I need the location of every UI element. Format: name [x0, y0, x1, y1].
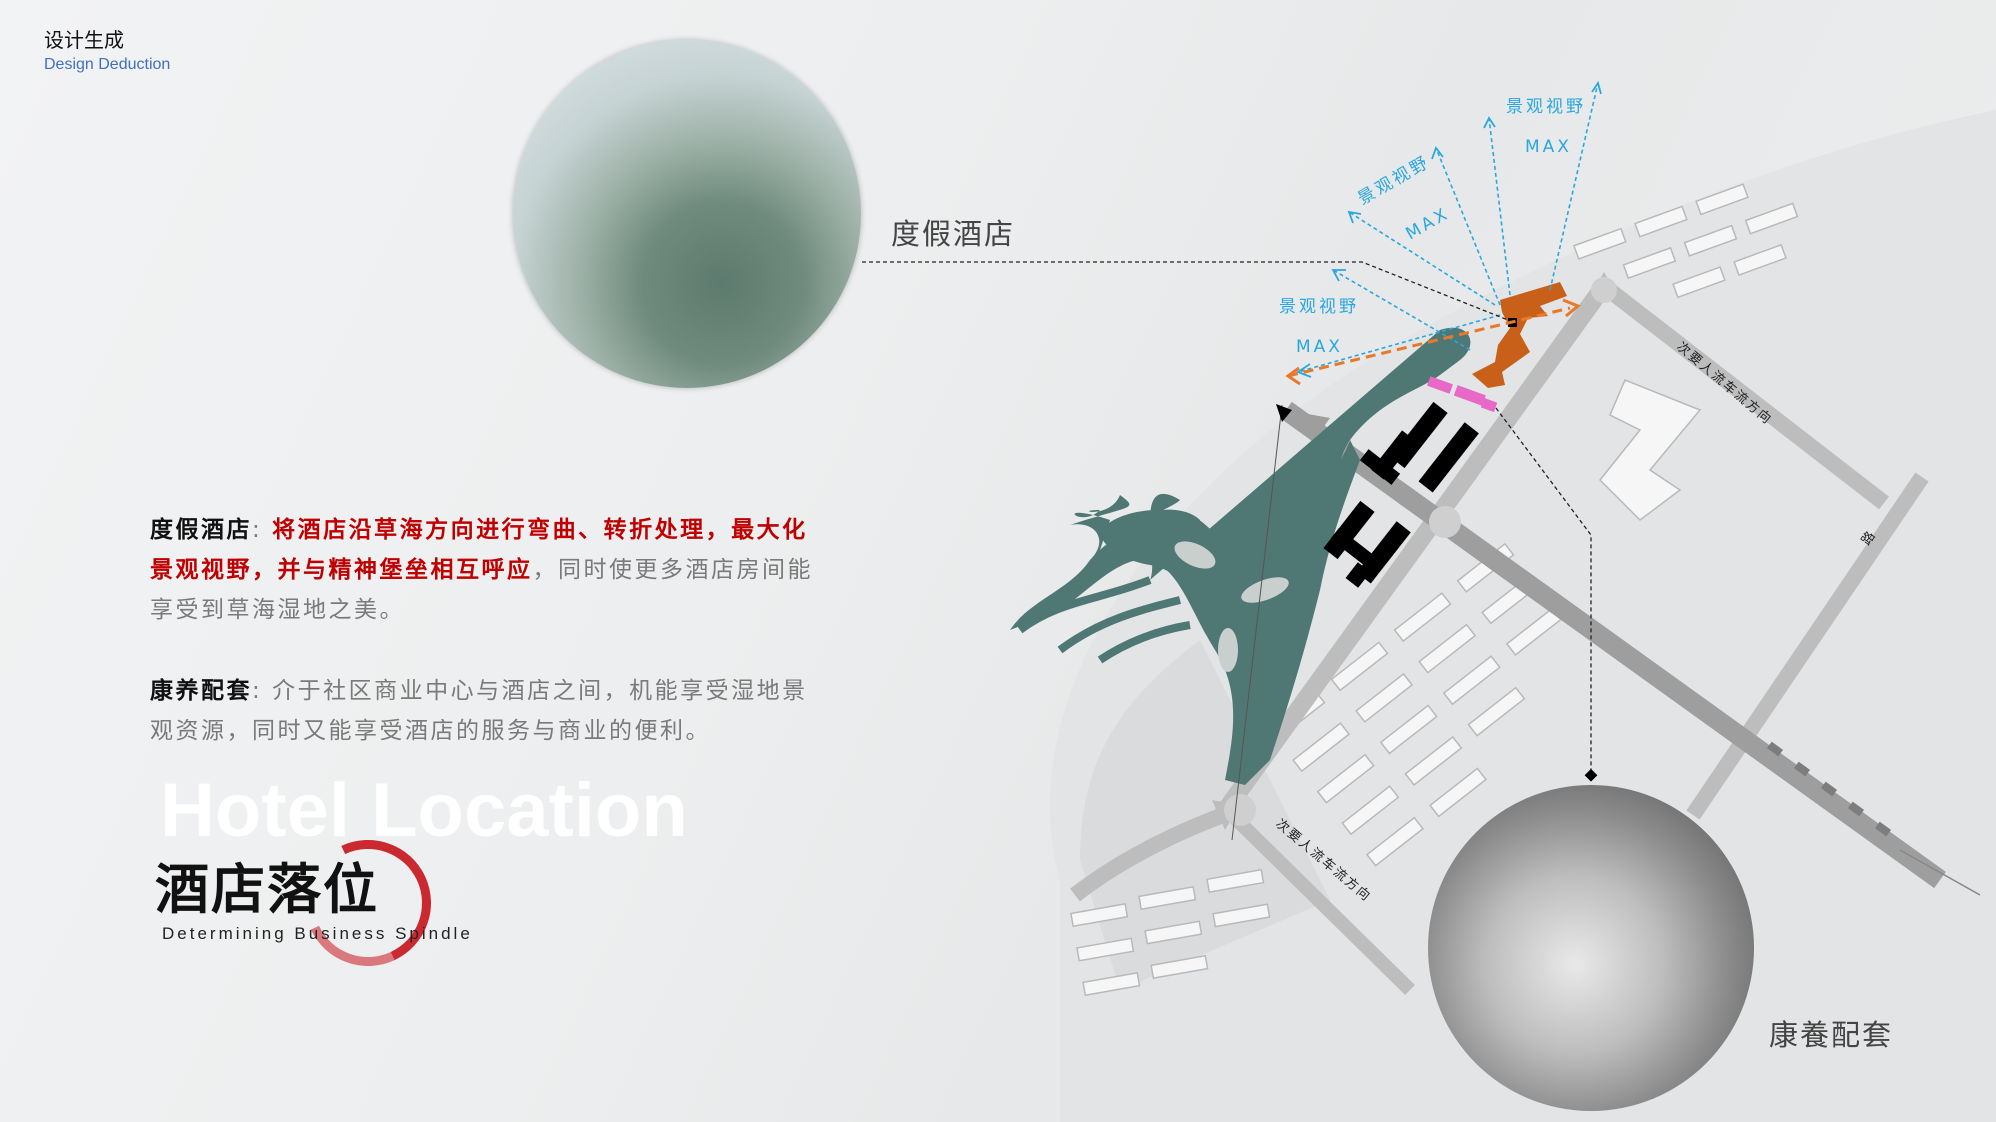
health-facility — [1427, 376, 1498, 413]
header-title: 设计生成 — [44, 28, 124, 52]
wetland — [1100, 440, 1360, 785]
thin-axis-line — [1231, 404, 1283, 841]
max-label: MAX — [1525, 137, 1572, 157]
hotel-description-label: 度假酒店 — [150, 517, 252, 543]
leader-end-marker — [1584, 768, 1598, 782]
wetland-branch — [1017, 576, 1191, 664]
resort-hotel-photo — [513, 40, 861, 388]
view-label: 景观视野 — [1506, 97, 1586, 117]
max-label: MAX — [1403, 204, 1454, 245]
roads — [1070, 279, 1946, 995]
view-label: 景观视野 — [1279, 297, 1359, 317]
orange-arrowhead — [1285, 366, 1301, 386]
axis-extension-line — [1899, 849, 1981, 896]
separator: : — [252, 517, 263, 543]
view-arrows — [1297, 82, 1599, 373]
max-label: MAX — [1296, 337, 1343, 357]
resort-hotel-building — [1472, 282, 1567, 388]
node-circle — [1591, 277, 1617, 303]
section-background-title: Hotel Location — [160, 768, 688, 853]
hotel-description-text: ，同时使更多酒店房间能享受到草海湿地之美。 — [150, 557, 813, 623]
section-title: 酒店落位 — [155, 857, 379, 921]
hotel-description: 度假酒店: 将酒店沿草海方向进行弯曲、转折处理，最大化景观视野，并与精神堡垒相互… — [150, 510, 830, 630]
health-description-label: 康养配套 — [150, 678, 252, 704]
node-circle — [1429, 506, 1461, 538]
hotel-leader-line — [862, 261, 1509, 321]
hotel-callout-label: 度假酒店 — [891, 217, 1016, 251]
orange-view-arrow — [1287, 306, 1571, 378]
view-arrowheads — [1296, 80, 1602, 378]
separator: : — [252, 678, 263, 704]
rail-dashes — [1766, 741, 1892, 837]
commercial-buildings — [1323, 401, 1479, 588]
node-circle — [1224, 794, 1256, 826]
wetland-islands — [1174, 541, 1289, 672]
header-subtitle: Design Deduction — [44, 56, 171, 73]
orange-arrowhead — [1562, 298, 1581, 318]
main-axis-arrowhead — [1286, 410, 1330, 440]
health-callout-label: 康養配套 — [1769, 1018, 1894, 1052]
section-subtitle: Determining Business Spindle — [162, 924, 473, 943]
axis-end-marker — [1276, 404, 1292, 422]
health-care-photo — [1428, 785, 1754, 1111]
wetland — [1010, 327, 1471, 785]
health-description: 康养配套: 介于社区商业中心与酒店之间，机能享受湿地景观资源，同时又能享受酒店的… — [150, 671, 830, 751]
health-leader-line — [1495, 407, 1592, 773]
view-label: 景观视野 — [1355, 152, 1434, 209]
hotel-description-highlight: 将酒店沿草海方向进行弯曲、转折处理，最大化景观视野，并与精神堡垒相互呼应 — [150, 517, 808, 583]
housing-blocks — [1070, 183, 1799, 997]
health-description-text: 介于社区商业中心与酒店之间，机能享受湿地景观资源，同时又能享受酒店的服务与商业的… — [150, 678, 808, 744]
